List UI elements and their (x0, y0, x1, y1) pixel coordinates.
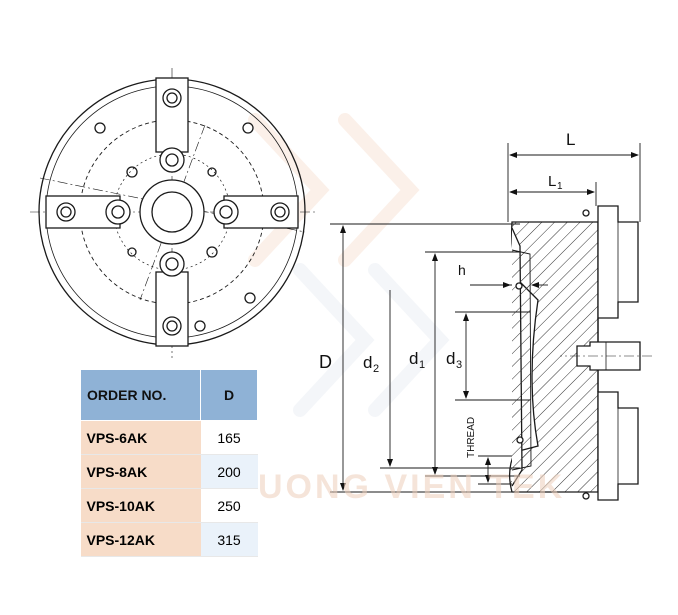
order-no-cell: VPS-6AK (80, 420, 201, 455)
label-L1: L (548, 173, 556, 190)
label-d3: d (446, 349, 455, 368)
label-d1: d (409, 349, 418, 368)
order-no-cell: VPS-8AK (80, 454, 201, 489)
order-no-cell: VPS-12AK (80, 522, 201, 557)
jaw-right (213, 195, 299, 229)
header-d: D (200, 369, 258, 421)
table-row: VPS-12AK 315 (80, 522, 258, 557)
jaw-bottom (155, 251, 189, 347)
table-header-row: ORDER NO. D (80, 369, 258, 421)
mount-hole (242, 122, 254, 134)
diameter-cell: 165 (200, 420, 258, 455)
mount-hole (206, 246, 218, 258)
diameter-cell: 315 (200, 522, 258, 557)
label-thread: THREAD (466, 417, 477, 458)
table-row: VPS-8AK 200 (80, 454, 258, 489)
mount-hole (126, 166, 138, 178)
diameter-cell: 200 (200, 454, 258, 489)
label-D: D (319, 352, 332, 372)
jaw-top (155, 77, 189, 173)
dimension-lines (330, 143, 641, 493)
label-d3-sub: 3 (456, 359, 462, 371)
label-d1-sub: 1 (419, 359, 425, 371)
label-h: h (458, 262, 466, 278)
mount-hole (94, 122, 106, 134)
diameter-cell: 250 (200, 488, 258, 523)
header-order-no: ORDER NO. (80, 369, 201, 421)
order-table: ORDER NO. D VPS-6AK 165 VPS-8AK 200 VPS-… (80, 369, 258, 557)
table-row: VPS-6AK 165 (80, 420, 258, 455)
chuck-side-view (508, 205, 652, 501)
label-L1-sub: 1 (557, 181, 563, 192)
mount-hole (244, 292, 256, 304)
chuck-front-view (30, 68, 315, 358)
order-no-cell: VPS-10AK (80, 488, 201, 523)
table-row: VPS-10AK 250 (80, 488, 258, 523)
label-d2-sub: 2 (373, 363, 379, 375)
label-L: L (566, 130, 575, 149)
watermark-text: UONG VIEN TEK (258, 468, 566, 506)
label-d2: d (363, 353, 372, 372)
background-logo-watermark (248, 113, 450, 417)
mount-hole (207, 167, 217, 177)
chuck-center-bore (139, 179, 205, 245)
dimension-labels: L L 1 h D d 2 d 1 d 3 THREAD (319, 130, 575, 458)
jaw-left (45, 195, 131, 229)
mount-hole (127, 247, 137, 257)
mount-hole (194, 320, 206, 332)
